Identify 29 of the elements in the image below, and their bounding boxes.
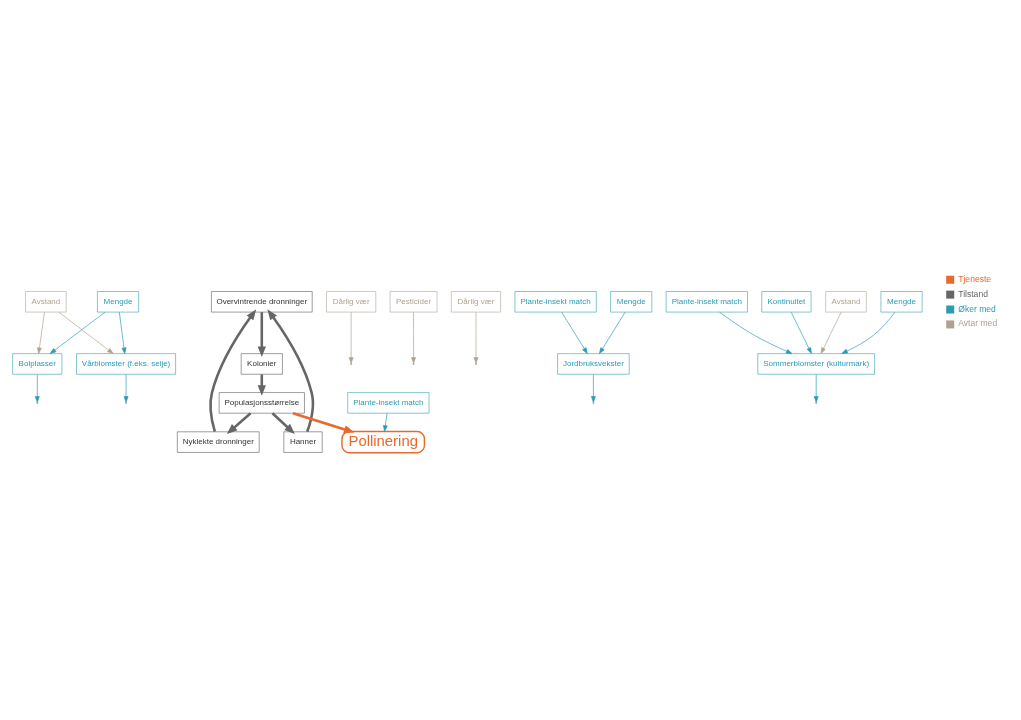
arrow — [267, 308, 315, 432]
arrow — [271, 411, 295, 434]
arrow — [58, 311, 114, 354]
arrow — [591, 373, 596, 403]
arrow — [348, 311, 354, 364]
arrow — [473, 311, 479, 364]
legend-label: Tjeneste — [958, 273, 992, 284]
node-box: Pollinering — [341, 430, 426, 453]
arrow — [209, 308, 257, 432]
arrow — [411, 311, 416, 364]
arrow — [383, 412, 388, 432]
arrow — [790, 311, 812, 354]
arrow — [599, 311, 626, 354]
arrow — [49, 311, 106, 354]
arrow — [719, 311, 793, 354]
legend-label: Avtar med — [958, 317, 998, 328]
arrow — [123, 373, 129, 403]
legend-label: Øker med — [958, 303, 996, 314]
arrow — [257, 311, 266, 357]
arrow — [820, 311, 842, 354]
arrow — [37, 311, 45, 354]
arrow — [841, 311, 896, 354]
arrow — [813, 373, 819, 403]
legend-label: Tilstand — [958, 288, 988, 299]
arrow — [561, 311, 588, 354]
arrow — [292, 411, 355, 433]
arrow — [119, 311, 127, 354]
arrow — [226, 411, 252, 434]
arrow — [34, 373, 40, 403]
